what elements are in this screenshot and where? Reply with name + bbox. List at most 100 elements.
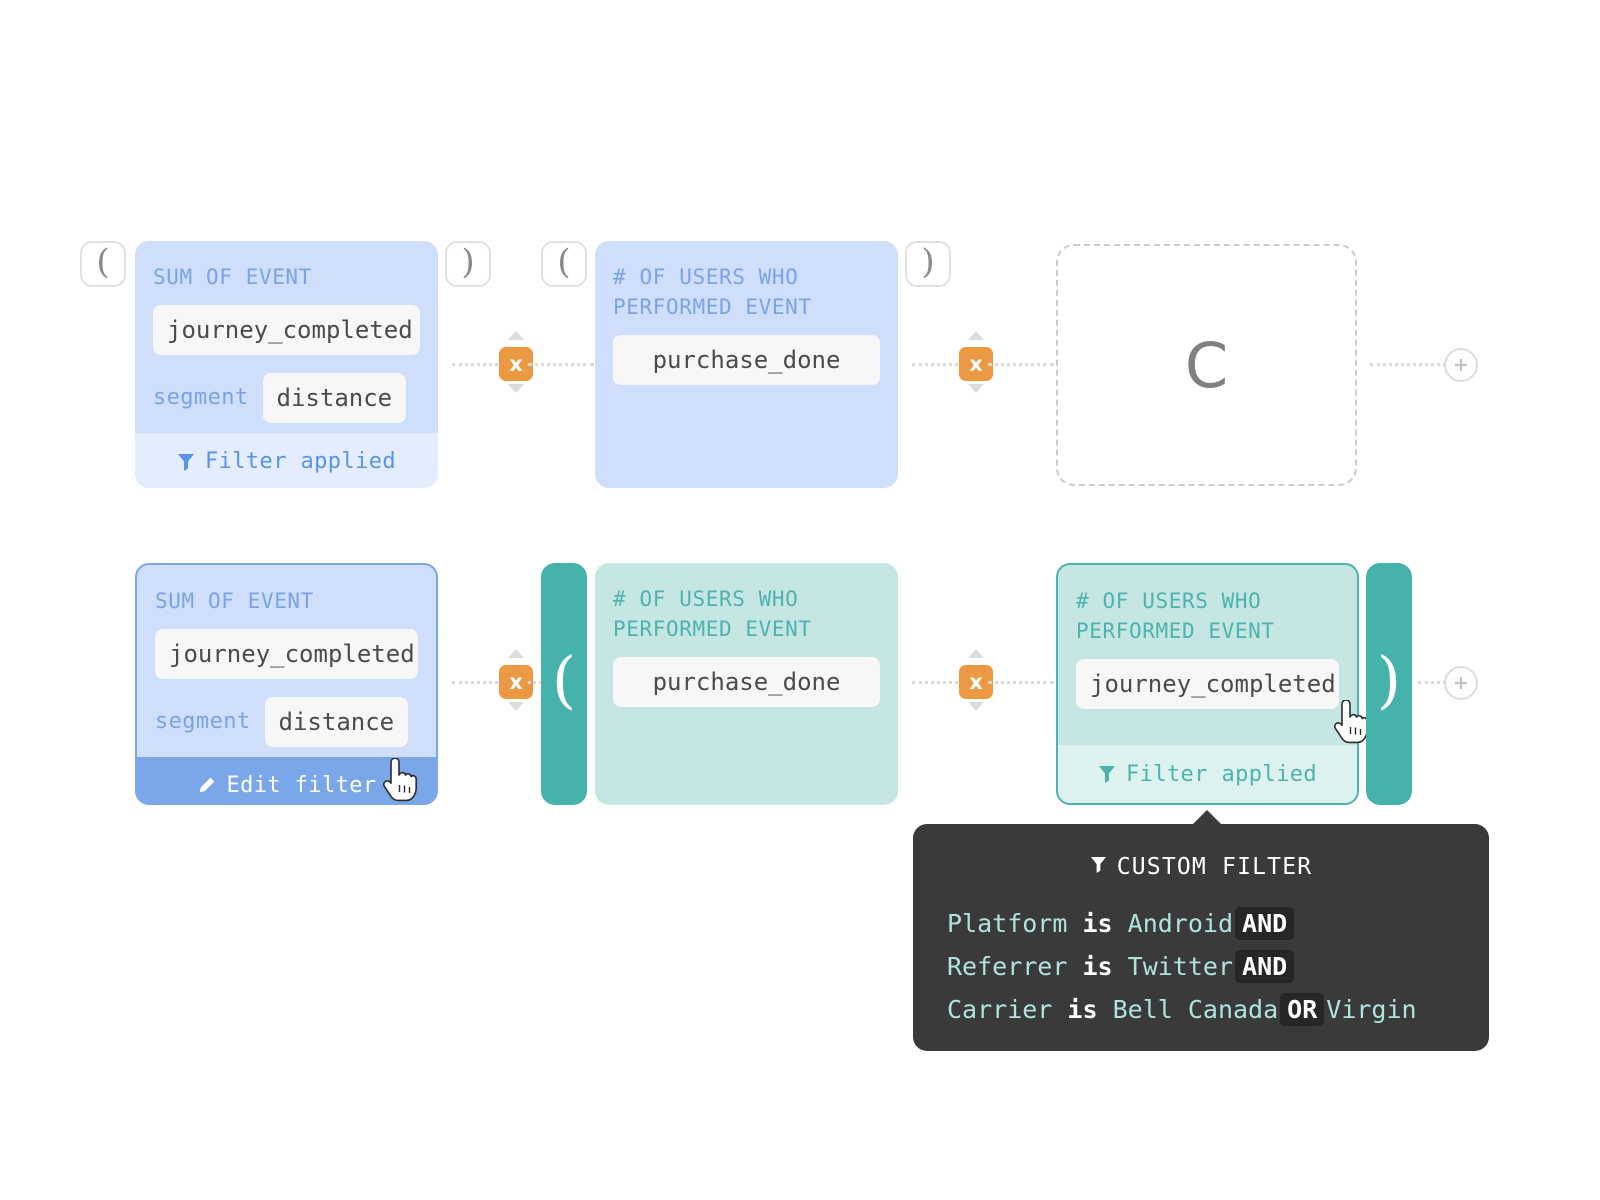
row2-close-paren-bar[interactable]: ) — [1366, 563, 1412, 805]
filter-connector-badge: OR — [1280, 993, 1325, 1026]
card-title: # OF USERS WHO PERFORMED EVENT — [613, 587, 812, 641]
metric-card-sum-of-event[interactable]: SUM OF EVENT journey_completed segment d… — [135, 241, 438, 488]
mouse-cursor-pointer-1 — [378, 757, 418, 804]
card-body: SUM OF EVENT journey_completed segment d… — [137, 565, 436, 757]
card-title: # OF USERS WHO PERFORMED EVENT — [1076, 589, 1275, 643]
paren-open-glyph: ( — [551, 643, 577, 716]
segment-value-field[interactable]: distance — [262, 372, 407, 423]
operator-chip-multiply-row1-2[interactable]: x — [959, 347, 993, 381]
card-title: # OF USERS WHO PERFORMED EVENT — [613, 265, 812, 319]
card-body: # OF USERS WHO PERFORMED EVENT journey_c… — [1058, 565, 1357, 745]
filter-value: Twitter — [1127, 952, 1234, 981]
filter-connector-badge: AND — [1235, 907, 1295, 940]
filter-applied-label: Filter applied — [204, 449, 397, 475]
filter-value: Android — [1127, 909, 1234, 938]
segment-row: segment distance — [153, 372, 420, 423]
connector-line-row1-1 — [452, 363, 528, 366]
card-body: # OF USERS WHO PERFORMED EVENT purchase_… — [595, 241, 898, 488]
mouse-cursor-pointer-2 — [1329, 699, 1369, 746]
event-name-field[interactable]: purchase_done — [613, 656, 880, 707]
filter-operator: is — [1082, 909, 1113, 938]
card-title: SUM OF EVENT — [153, 265, 312, 289]
event-name-field[interactable]: journey_completed — [1076, 658, 1339, 709]
operator-down-arrow-icon[interactable] — [968, 384, 984, 393]
metric-card-users-performed-purchase-teal[interactable]: # OF USERS WHO PERFORMED EVENT purchase_… — [595, 563, 898, 805]
funnel-icon — [1098, 764, 1116, 784]
connector-line-row2-2 — [912, 681, 988, 684]
segment-label: segment — [153, 385, 249, 411]
row1-close-paren-button-2[interactable]: ) — [905, 241, 951, 287]
event-name-field[interactable]: purchase_done — [613, 334, 880, 385]
segment-label: segment — [155, 709, 251, 735]
plus-icon — [1455, 359, 1467, 371]
operator-up-arrow-icon[interactable] — [968, 331, 984, 340]
metric-card-users-performed-purchase[interactable]: # OF USERS WHO PERFORMED EVENT purchase_… — [595, 241, 898, 488]
plus-icon — [1455, 677, 1467, 689]
operator-chip-multiply-row2-2[interactable]: x — [959, 665, 993, 699]
operator-down-arrow-icon[interactable] — [508, 384, 524, 393]
operator-glyph: x — [509, 669, 523, 694]
operator-glyph: x — [509, 351, 523, 376]
tooltip-heading: CUSTOM FILTER — [1116, 854, 1313, 880]
filter-operator: is — [1067, 995, 1098, 1024]
filter-field: Carrier — [947, 995, 1053, 1024]
filter-applied-footer[interactable]: Filter applied — [1058, 745, 1357, 803]
metric-card-users-performed-journey-active[interactable]: # OF USERS WHO PERFORMED EVENT journey_c… — [1056, 563, 1359, 805]
paren-open-glyph: ( — [557, 242, 571, 282]
connector-line-row2-1 — [452, 681, 528, 684]
filter-value-secondary: Virgin — [1326, 995, 1417, 1024]
connector-line-row2-2b — [988, 681, 1054, 684]
connector-line-row1-2 — [912, 363, 988, 366]
add-metric-button-row1[interactable] — [1444, 348, 1478, 382]
row1-open-paren-button-2[interactable]: ( — [541, 241, 587, 287]
operator-up-arrow-icon[interactable] — [508, 649, 524, 658]
funnel-icon — [177, 452, 195, 472]
empty-metric-slot[interactable]: C — [1056, 244, 1357, 486]
segment-value-field[interactable]: distance — [264, 696, 409, 747]
operator-chip-multiply-row1-1[interactable]: x — [499, 347, 533, 381]
operator-glyph: x — [969, 669, 983, 694]
filter-operator: is — [1082, 952, 1113, 981]
paren-open-glyph: ( — [96, 242, 110, 282]
pencil-icon — [196, 776, 216, 796]
connector-line-row1-1b — [528, 363, 594, 366]
filter-field: Platform — [947, 909, 1068, 938]
event-name-field[interactable]: journey_completed — [153, 304, 420, 355]
filter-applied-label: Filter applied — [1125, 761, 1318, 787]
tooltip-arrow — [1192, 810, 1222, 825]
add-metric-button-row2[interactable] — [1444, 666, 1478, 700]
operator-down-arrow-icon[interactable] — [508, 702, 524, 711]
card-title: SUM OF EVENT — [155, 589, 314, 613]
connector-line-row2-3 — [1418, 681, 1446, 684]
paren-close-glyph: ) — [1376, 643, 1402, 716]
paren-close-glyph: ) — [461, 242, 475, 282]
tooltip-heading-row: CUSTOM FILTER — [947, 854, 1455, 880]
card-body: # OF USERS WHO PERFORMED EVENT purchase_… — [595, 563, 898, 805]
filter-field: Referrer — [947, 952, 1068, 981]
connector-line-row1-2b — [988, 363, 1054, 366]
row2-open-paren-bar[interactable]: ( — [541, 563, 587, 805]
row1-open-paren-button[interactable]: ( — [80, 241, 126, 287]
funnel-icon — [1090, 854, 1107, 880]
metric-card-sum-of-event-active[interactable]: SUM OF EVENT journey_completed segment d… — [135, 563, 438, 805]
filter-value: Bell Canada — [1112, 995, 1279, 1024]
paren-close-glyph: ) — [921, 242, 935, 282]
operator-chip-multiply-row2-1[interactable]: x — [499, 665, 533, 699]
connector-line-row1-3 — [1370, 363, 1446, 366]
edit-filter-button[interactable]: Edit filter — [137, 756, 436, 803]
segment-row: segment distance — [155, 696, 418, 747]
filter-connector-badge: AND — [1235, 950, 1295, 983]
row1-close-paren-button-1[interactable]: ) — [445, 241, 491, 287]
empty-slot-label: C — [1184, 328, 1229, 402]
edit-filter-label: Edit filter — [226, 773, 377, 799]
operator-up-arrow-icon[interactable] — [968, 649, 984, 658]
card-body: SUM OF EVENT journey_completed segment d… — [135, 241, 438, 433]
filter-applied-footer[interactable]: Filter applied — [135, 432, 438, 488]
operator-up-arrow-icon[interactable] — [508, 331, 524, 340]
operator-down-arrow-icon[interactable] — [968, 702, 984, 711]
event-name-field[interactable]: journey_completed — [155, 628, 418, 679]
connector-line-row2-1b — [528, 681, 542, 684]
